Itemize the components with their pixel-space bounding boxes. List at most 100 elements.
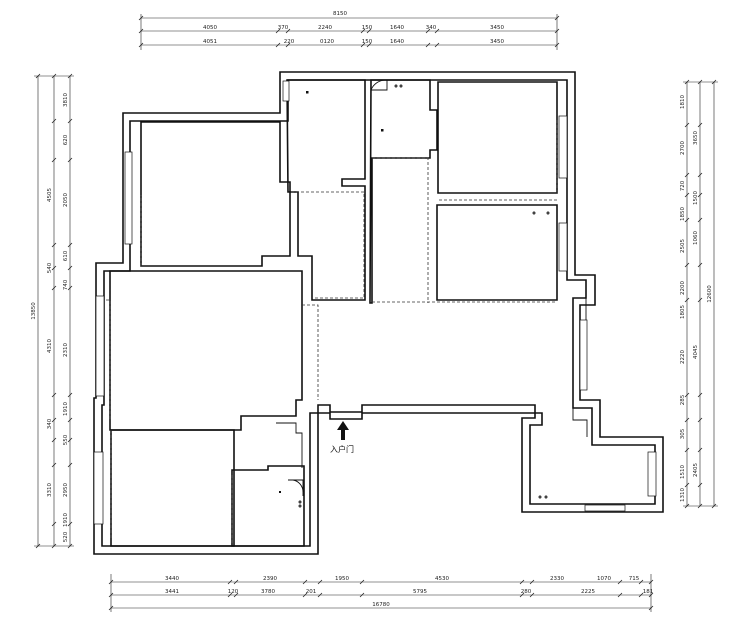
dimension-tick bbox=[67, 437, 73, 443]
dimension-tick bbox=[648, 605, 654, 611]
dimension-tick bbox=[684, 482, 690, 488]
dim-top2-2: 220 bbox=[284, 39, 295, 45]
dim-right-1: 3650 bbox=[693, 131, 699, 145]
dimension-tick bbox=[434, 28, 440, 34]
dimension-text: 8150 4050 370 2240 150 1640 340 3450 405… bbox=[31, 11, 713, 608]
dim-left-5: 3310 bbox=[47, 483, 53, 497]
dim-bottom-3: 1950 bbox=[335, 576, 349, 582]
dimension-tick bbox=[366, 42, 372, 48]
dim-right-in-5: 2505 bbox=[680, 239, 686, 253]
dim-bottom2-6: 280 bbox=[521, 589, 532, 595]
dim-top2-5: 1640 bbox=[390, 39, 404, 45]
dim-top-2: 370 bbox=[278, 25, 289, 31]
dim-right-in-7: 1805 bbox=[680, 305, 686, 319]
dim-right-4: 4045 bbox=[693, 345, 699, 359]
dim-left-3: 4310 bbox=[47, 339, 53, 353]
dimension-tick bbox=[67, 265, 73, 271]
dimension-tick bbox=[648, 579, 654, 585]
dimension-lines bbox=[34, 14, 718, 612]
dimension-tick bbox=[648, 592, 654, 598]
dimension-tick bbox=[275, 28, 281, 34]
dimension-tick bbox=[697, 417, 703, 423]
dim-bottom2-1: 3441 bbox=[165, 589, 179, 595]
dimension-tick bbox=[519, 592, 525, 598]
outer-walls bbox=[93, 71, 664, 555]
dimension-tick bbox=[138, 28, 144, 34]
dim-right-in-9: 285 bbox=[680, 394, 686, 405]
window-left-top bbox=[124, 151, 133, 245]
dimension-tick bbox=[638, 579, 644, 585]
dim-left-in-5: 740 bbox=[63, 279, 69, 290]
dim-bottom2-4: 201 bbox=[306, 589, 317, 595]
dimension-tick bbox=[317, 579, 323, 585]
dim-right-2: 1500 bbox=[693, 191, 699, 205]
dimension-tick bbox=[51, 437, 57, 443]
dimension-tick bbox=[684, 172, 690, 178]
dimension-tick bbox=[425, 28, 431, 34]
dim-right-5: 2405 bbox=[693, 463, 699, 477]
dim-top2-6: 3450 bbox=[490, 39, 504, 45]
dimension-tick bbox=[67, 285, 73, 291]
dim-right-in-4: 1850 bbox=[680, 207, 686, 221]
dimension-tick bbox=[67, 392, 73, 398]
entrance-label: 入户门 bbox=[330, 444, 354, 454]
dimension-tick bbox=[233, 592, 239, 598]
entrance-arrow-icon bbox=[337, 421, 349, 440]
dimension-tick bbox=[302, 592, 308, 598]
dimension-tick bbox=[697, 447, 703, 453]
dim-top-1: 4050 bbox=[203, 25, 217, 31]
dim-top-4: 150 bbox=[362, 25, 373, 31]
dim-right-in-3: 720 bbox=[680, 180, 686, 191]
dim-left-in-3: 2050 bbox=[63, 193, 69, 207]
dim-left-1: 4505 bbox=[47, 188, 53, 202]
dimension-tick bbox=[697, 192, 703, 198]
dimension-tick bbox=[684, 192, 690, 198]
dimension-tick bbox=[519, 579, 525, 585]
dimension-tick bbox=[227, 579, 233, 585]
dim-right-in-8: 2220 bbox=[680, 350, 686, 364]
dimension-tick bbox=[138, 42, 144, 48]
dim-top-3: 2240 bbox=[318, 25, 332, 31]
dimension-tick bbox=[67, 157, 73, 163]
dim-left-in-7: 1910 bbox=[63, 402, 69, 416]
dim-bottom2-5: 5795 bbox=[413, 589, 427, 595]
dim-top-6: 340 bbox=[426, 25, 437, 31]
dimension-tick bbox=[360, 28, 366, 34]
window-right-top bbox=[558, 115, 568, 179]
dim-bottom2-2: 120 bbox=[228, 589, 239, 595]
dimension-tick bbox=[697, 297, 703, 303]
dimension-tick bbox=[108, 605, 114, 611]
dimension-tick bbox=[366, 28, 372, 34]
dim-bottom-7: 715 bbox=[629, 576, 640, 582]
dimension-tick bbox=[434, 42, 440, 48]
dimension-tick bbox=[51, 392, 57, 398]
dimension-tick bbox=[51, 265, 57, 271]
dimension-tick bbox=[684, 503, 690, 509]
dimension-tick bbox=[617, 579, 623, 585]
dim-bottom-5: 2330 bbox=[550, 576, 564, 582]
dim-top-7: 3450 bbox=[490, 25, 504, 31]
dimension-tick bbox=[51, 118, 57, 124]
dimension-tick bbox=[684, 297, 690, 303]
dimension-tick bbox=[360, 42, 366, 48]
dimension-tick bbox=[697, 262, 703, 268]
dimension-tick bbox=[529, 592, 535, 598]
dimension-tick bbox=[67, 543, 73, 549]
dimension-tick bbox=[425, 42, 431, 48]
window-right-lower bbox=[579, 319, 588, 391]
dimension-tick bbox=[711, 79, 717, 85]
dim-right-in-2: 2700 bbox=[680, 141, 686, 155]
dim-bottom2-7: 2225 bbox=[581, 589, 595, 595]
dimension-tick bbox=[554, 42, 560, 48]
dimension-tick bbox=[359, 579, 365, 585]
dim-left-in-11: 520 bbox=[63, 531, 69, 542]
dim-left-in-9: 2950 bbox=[63, 483, 69, 497]
dimension-tick bbox=[108, 592, 114, 598]
dim-left-in-2: 620 bbox=[63, 134, 69, 145]
dimension-tick bbox=[684, 392, 690, 398]
fixtures bbox=[279, 79, 550, 508]
dimension-tick bbox=[51, 242, 57, 248]
dim-left-total: 13850 bbox=[31, 302, 37, 320]
window-right-balcony bbox=[647, 451, 657, 497]
dimension-tick bbox=[684, 417, 690, 423]
